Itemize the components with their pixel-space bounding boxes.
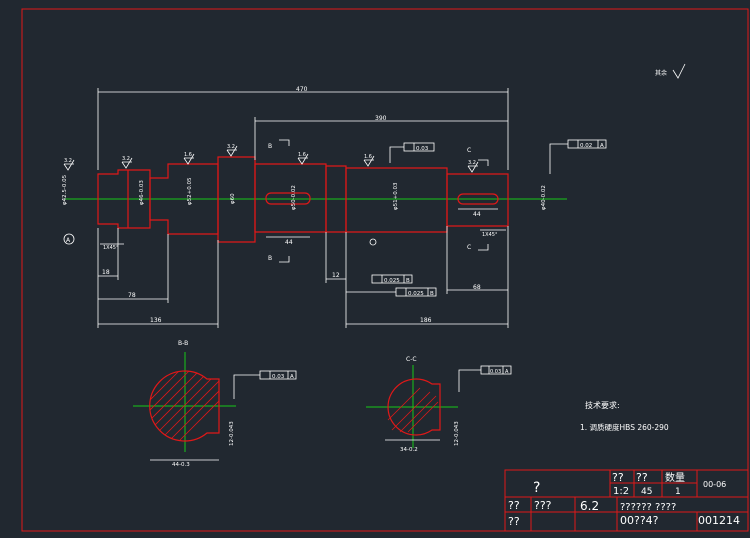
ra-1: 3.2	[64, 158, 72, 164]
section-bb-title: B-B	[178, 340, 188, 347]
keyway-right	[457, 193, 499, 205]
tb-r2c: 6.2	[580, 499, 599, 513]
tb-col-2: ??	[636, 471, 648, 484]
gdt-perp-1: 0.025	[384, 278, 400, 284]
tb-scale: 1:2	[613, 486, 629, 497]
section-bb: B-B 0.03 A 44-0.3 12-0.043	[133, 340, 297, 468]
datum-a-circle	[63, 233, 75, 245]
section-c-top: C	[467, 147, 471, 154]
gdt-runout-top: 0.03	[416, 146, 429, 152]
dia-2: φ46-0.03	[139, 180, 145, 205]
dim-136: 136	[150, 317, 162, 324]
dim-12: 12	[332, 272, 340, 279]
ra-3: 1.6	[184, 152, 192, 158]
tb-r3a: ??	[508, 515, 520, 528]
ra-6: 1.6	[364, 154, 372, 160]
title-block: ? ?? ?? 数量 00-06 1:2 45 1 ?? ??? 6.2 ???…	[504, 469, 749, 532]
section-cc: C-C 0.03 A 34-0.2 12-0.043	[366, 356, 512, 453]
drawing-border	[21, 8, 749, 532]
dia-5: φ50-0.02	[291, 185, 297, 210]
ra-4: 3.2	[227, 144, 235, 150]
ra-7: 3.2	[468, 160, 476, 166]
dim-78: 78	[128, 292, 136, 299]
gdt-frames: 0.03 0.02 A 0.025 B 0.025 B	[346, 139, 607, 297]
dia-1: φ42.5-0.05	[62, 174, 68, 205]
section-cc-profile	[387, 378, 441, 436]
dia-7: φ40-0.02	[541, 185, 547, 210]
ra-2: 3.2	[122, 156, 130, 162]
tb-r3c: 001214	[698, 514, 740, 527]
section-bb-sym-ref: A	[290, 374, 294, 380]
diameter-labels: φ42.5-0.05 φ46-0.03 φ52+0.05 φ60 φ50-0.0…	[62, 174, 547, 210]
tb-col-3: 数量	[665, 471, 685, 484]
dim-186: 186	[420, 317, 432, 324]
section-b-top: B	[268, 143, 272, 150]
section-cc-depth: 12-0.043	[454, 421, 460, 446]
gdt-right-ref: A	[600, 143, 604, 149]
tech-req-item-1: 1. 调质硬度HBS 260-290	[580, 422, 669, 432]
keyway-left	[265, 192, 311, 205]
dia-3: φ52+0.05	[187, 177, 193, 205]
shaft-seg-7	[446, 173, 509, 227]
dimensions: 470 390 136 78 18 12 68 186 44 44 1X45° …	[97, 86, 509, 328]
section-cc-sym: 0.03	[490, 369, 501, 375]
roughness-symbol-note	[672, 63, 686, 79]
tb-quantity: 1	[675, 487, 681, 497]
dim-68: 68	[473, 284, 481, 291]
ra-5: 1.6	[298, 152, 306, 158]
roughness-marks: 3.2 3.2 1.6 3.2 1.6 1.6 3.2	[63, 144, 479, 173]
gdt-perp-2: 0.025	[408, 291, 424, 297]
section-b-bottom: B	[268, 255, 272, 262]
section-markers: B B C C A	[63, 139, 489, 263]
section-c-bottom: C	[467, 244, 471, 251]
gdt-runout-right: 0.02	[580, 143, 592, 149]
tb-r2b: ???	[534, 499, 552, 512]
tb-col-1: ??	[612, 471, 624, 484]
tb-r2d: ?????? ????	[620, 502, 676, 513]
shaft-seg-1	[97, 169, 151, 229]
dim-18: 18	[102, 269, 110, 276]
section-bb-sym: 0.03	[272, 374, 285, 380]
dim-390: 390	[375, 115, 387, 122]
tb-r2a: ??	[508, 499, 520, 512]
title-block-name: ?	[533, 480, 540, 496]
dia-4: φ60	[230, 193, 236, 204]
technical-requirements: 技术要求: 1. 调质硬度HBS 260-290	[580, 400, 669, 432]
dim-keyway-right: 44	[473, 211, 481, 218]
shaft-seg-3	[217, 156, 256, 243]
gdt-perp-1-ref: B	[406, 278, 410, 284]
dim-chamfer-right: 1X45°	[482, 232, 498, 238]
roughness-note: 其余	[655, 69, 667, 77]
dim-keyway-left: 44	[285, 239, 293, 246]
section-bb-depth: 12-0.043	[229, 421, 235, 446]
dia-6: φ51+0.03	[393, 182, 399, 210]
tb-col-4: 00-06	[703, 480, 726, 489]
tb-r3b: 00??4?	[620, 514, 659, 527]
section-cc-width: 34-0.2	[400, 447, 418, 453]
section-bb-width: 44-0.3	[172, 462, 190, 468]
section-bb-profile	[149, 370, 220, 442]
dim-chamfer-left: 1X45°	[103, 245, 119, 251]
gdt-perp-2-ref: B	[430, 291, 434, 297]
dim-overall: 470	[296, 86, 308, 93]
tech-req-heading: 技术要求:	[585, 400, 620, 410]
section-cc-title: C-C	[406, 356, 417, 363]
datum-a-label: A	[66, 237, 71, 244]
section-cc-sym-ref: A	[505, 369, 509, 375]
tb-material: 45	[641, 487, 652, 497]
